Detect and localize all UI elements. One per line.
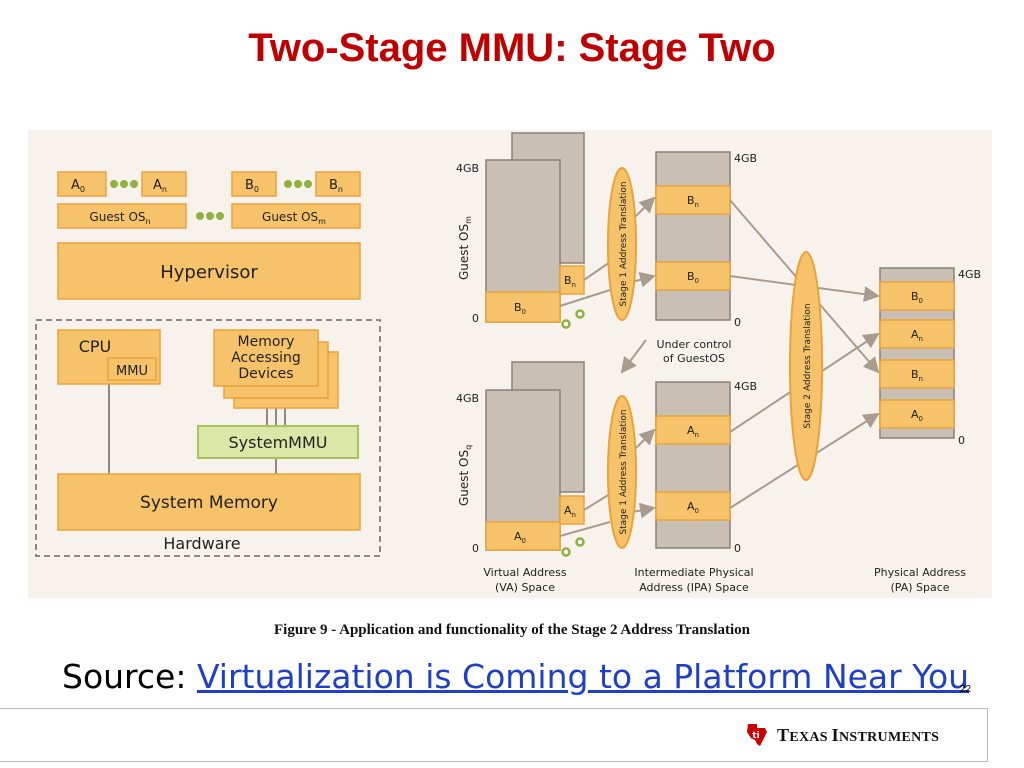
pa-space — [879, 267, 955, 439]
stage1-lower-ellipse — [607, 395, 637, 549]
ipa-a0-label: A0 — [687, 500, 699, 515]
memory-device-front — [213, 329, 319, 387]
pa-4gb-label: 4GB — [958, 268, 981, 281]
mmu-box — [107, 357, 157, 381]
figure-caption: Figure 9 - Application and functionality… — [273, 622, 751, 638]
translation-lines — [559, 261, 611, 537]
ipa-bn-block — [655, 185, 731, 215]
pa-space-line1: Physical Address — [874, 566, 966, 579]
guest-os-m-box — [231, 203, 361, 229]
svg-text:ti: ti — [752, 731, 759, 741]
va-lower-0-label: 0 — [472, 542, 479, 555]
va-upper-4gb-label: 4GB — [456, 162, 479, 175]
va-an-label: An — [564, 504, 576, 519]
va-an-block — [559, 495, 585, 525]
va-upper-0-label: 0 — [472, 312, 479, 325]
ellipsis-dots — [110, 180, 312, 220]
guest-os-m-label: Guest OSm — [262, 210, 326, 226]
va-b0-label: B0 — [514, 301, 526, 316]
pa-bn-label: Bn — [911, 368, 923, 383]
ipa-space-line1: Intermediate Physical — [634, 566, 753, 579]
texas-instruments-logo: ti TEXAS INSTRUMENTS — [745, 722, 939, 748]
system-memory-box — [57, 473, 361, 531]
pa-a0-label: A0 — [911, 408, 923, 423]
app-b0-label: B0 — [245, 178, 259, 194]
ti-state-icon: ti — [747, 724, 767, 746]
ipa-an-block — [655, 415, 731, 445]
pa-space-line2: (PA) Space — [890, 581, 949, 594]
app-an-label: An — [153, 178, 167, 194]
right-ellipsis-dots — [561, 309, 585, 557]
app-an-box — [141, 171, 187, 197]
ipa-lower-0-label: 0 — [734, 542, 741, 555]
guest-os-m-vertical-label: Guest OSm — [457, 216, 473, 280]
source-line: Source: Virtualization is Coming to a Pl… — [62, 657, 969, 696]
ipa-bn-label: Bn — [687, 194, 699, 209]
under-control-line1: Under control — [657, 338, 732, 351]
mmu-label: MMU — [116, 364, 148, 379]
ipa-an-label: An — [687, 424, 699, 439]
slide-title: Two-Stage MMU: Stage Two — [248, 26, 776, 70]
ipa-space-upper — [655, 151, 731, 321]
app-a0-label: A0 — [71, 178, 85, 194]
ipa-a0-block — [655, 491, 731, 521]
page-number: 22 — [960, 684, 972, 695]
va-bn-label: Bn — [564, 274, 576, 289]
app-a0-box — [57, 171, 107, 197]
guest-os-n-box — [57, 203, 187, 229]
memory-devices-line3: Devices — [238, 366, 293, 382]
source-link[interactable]: Virtualization is Coming to a Platform N… — [196, 657, 970, 696]
va-space-line1: Virtual Address — [483, 566, 567, 579]
va-lower-4gb-label: 4GB — [456, 392, 479, 405]
hardware-label: Hardware — [163, 534, 240, 553]
pa-bn-block — [879, 359, 955, 389]
memory-devices-line1: Memory — [238, 334, 295, 350]
app-b0-box — [231, 171, 277, 197]
ipa-b0-label: B0 — [687, 270, 699, 285]
hypervisor-box — [57, 242, 361, 300]
stage1-lower-label: Stage 1 Address Translation — [619, 409, 629, 534]
va-a0-label: A0 — [514, 530, 526, 545]
hypervisor-label: Hypervisor — [160, 262, 258, 283]
footer-bar — [0, 708, 988, 762]
system-mmu-label: SystemMMU — [229, 433, 328, 452]
app-bn-label: Bn — [329, 178, 343, 194]
left-diagram — [57, 171, 361, 300]
pa-an-label: An — [911, 328, 923, 343]
stage1-upper-ellipse — [607, 167, 637, 321]
va-space-lower — [485, 361, 585, 551]
ipa-lower-4gb-label: 4GB — [734, 380, 757, 393]
memory-devices-line2: Accessing — [231, 350, 301, 366]
va-space-line2: (VA) Space — [495, 581, 555, 594]
ipa-space-lower — [655, 381, 731, 549]
system-mmu-box — [197, 425, 359, 459]
stage2-ellipse — [789, 251, 823, 481]
cpu-label: CPU — [79, 337, 112, 356]
hardware-boundary — [35, 319, 381, 557]
pa-b0-label: B0 — [911, 290, 923, 305]
ipa-upper-0-label: 0 — [734, 316, 741, 329]
under-control-line2: of GuestOS — [663, 352, 725, 365]
ipa-upper-4gb-label: 4GB — [734, 152, 757, 165]
guest-os-n-label: Guest OSn — [89, 210, 150, 226]
va-b0-block — [485, 291, 561, 323]
stage2-label: Stage 2 Address Translation — [803, 303, 813, 428]
pa-b0-block — [879, 281, 955, 311]
pa-0-label: 0 — [958, 434, 965, 447]
pa-a0-block — [879, 399, 955, 429]
va-a0-block — [485, 521, 561, 551]
app-bn-box — [315, 171, 361, 197]
va-space-upper — [485, 132, 585, 323]
stage1-upper-label: Stage 1 Address Translation — [619, 181, 629, 306]
system-memory-label: System Memory — [140, 493, 278, 513]
pa-an-block — [879, 319, 955, 349]
ti-wordmark: TEXAS INSTRUMENTS — [777, 724, 940, 745]
ipa-space-line2: Address (IPA) Space — [639, 581, 749, 594]
source-label: Source: — [62, 657, 197, 696]
guest-os-q-vertical-label: Guest OSq — [457, 445, 473, 506]
